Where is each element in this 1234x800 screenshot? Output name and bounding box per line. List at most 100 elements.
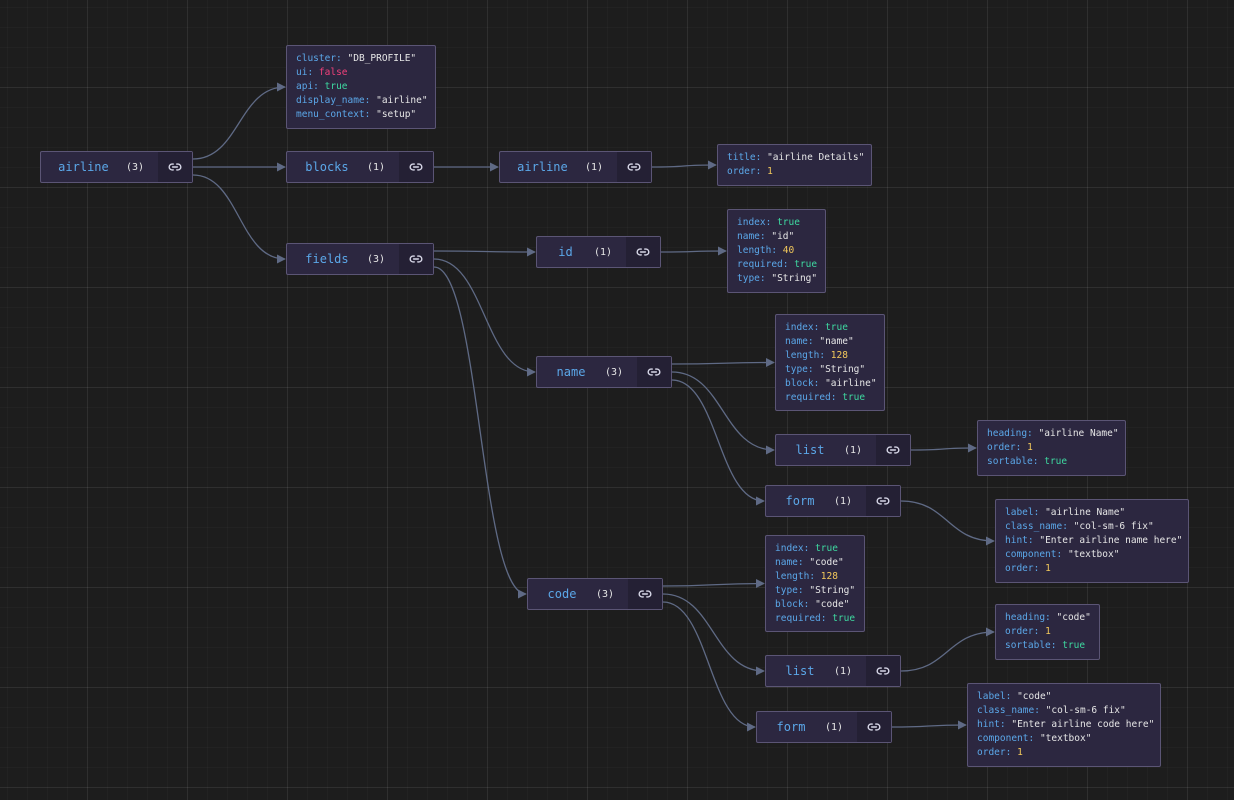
property-key: block:	[785, 377, 820, 389]
property-row: required: true	[775, 612, 855, 626]
node-airline[interactable]: airline(1)	[499, 151, 652, 183]
edge-arrow	[910, 443, 977, 453]
property-value: 1	[1045, 625, 1051, 637]
node-count: (3)	[604, 366, 623, 378]
node-count: (3)	[366, 253, 385, 265]
edge-arrow	[891, 720, 967, 730]
property-value: "Enter airline name here"	[1039, 534, 1183, 546]
node-count: (1)	[366, 161, 385, 173]
property-row: name: "code"	[775, 556, 855, 570]
property-row: hint: "Enter airline name here"	[1005, 534, 1183, 548]
link-icon[interactable]	[866, 656, 900, 686]
node-code[interactable]: code(3)	[527, 578, 663, 610]
property-value: "setup"	[376, 108, 417, 120]
node-list[interactable]: list(1)	[765, 655, 901, 687]
property-row: heading: "airline Name"	[987, 427, 1119, 441]
property-row: type: "String"	[737, 272, 818, 286]
property-value: false	[318, 66, 348, 78]
node-form[interactable]: form(1)	[765, 485, 901, 517]
property-key: order:	[1005, 562, 1040, 574]
property-row: sortable: true	[987, 455, 1116, 469]
property-key: type:	[785, 363, 814, 375]
property-value: "code"	[815, 598, 850, 610]
link-icon[interactable]	[158, 152, 192, 182]
property-value: "String"	[771, 272, 818, 284]
link-icon[interactable]	[399, 244, 433, 274]
property-value: true	[794, 258, 818, 270]
node-label: id	[558, 245, 573, 259]
property-key: hint:	[1005, 534, 1034, 546]
property-value: 1	[1045, 562, 1051, 574]
node-blocks[interactable]: blocks(1)	[286, 151, 434, 183]
property-row: api: true	[296, 80, 426, 94]
property-value: "code"	[1056, 612, 1091, 623]
property-value: "airline Name"	[1038, 428, 1119, 439]
property-row: title: "airline Details"	[727, 151, 864, 165]
link-icon[interactable]	[399, 152, 433, 182]
edge-arrow	[662, 579, 765, 589]
property-row: required: true	[785, 391, 875, 405]
property-value: "col-sm-6 fix"	[1045, 704, 1126, 716]
node-list[interactable]: list(1)	[775, 434, 911, 466]
property-value: 128	[830, 349, 848, 361]
property-key: heading:	[987, 428, 1033, 439]
edge-arrow	[192, 174, 286, 264]
node-name[interactable]: name (3)	[536, 356, 672, 388]
property-value: true	[1062, 639, 1086, 651]
property-row: index: true	[785, 321, 875, 335]
node-count: (1)	[843, 444, 862, 456]
property-box: label: "airline Name"class_name: "col-sm…	[995, 499, 1189, 583]
edge-arrow	[433, 266, 527, 599]
property-key: order:	[987, 441, 1022, 453]
node-count: (3)	[125, 161, 144, 173]
property-value: 1	[1017, 746, 1023, 758]
property-key: class_name:	[977, 704, 1040, 716]
property-row: label: "code"	[977, 690, 1151, 704]
property-value: true	[815, 543, 838, 554]
node-fields[interactable]: fields (3)	[286, 243, 434, 275]
property-row: class_name: "col-sm-6 fix"	[1005, 520, 1179, 534]
link-icon[interactable]	[637, 357, 671, 387]
edge-arrow	[671, 371, 775, 455]
node-airline[interactable]: airline(3)	[40, 151, 193, 183]
property-value: "String"	[809, 584, 856, 596]
edge-arrow	[900, 627, 995, 672]
property-value: "String"	[819, 363, 866, 375]
property-key: ui:	[296, 66, 314, 78]
property-key: menu_context:	[296, 108, 371, 120]
property-row: label: "airline Name"	[1005, 506, 1179, 520]
property-value: "DB_PROFILE"	[347, 53, 417, 64]
node-id[interactable]: id (1)	[536, 236, 661, 268]
link-icon[interactable]	[626, 237, 660, 267]
property-value: "textbox"	[1039, 732, 1092, 744]
edge-arrow	[192, 82, 286, 160]
property-value: "airline"	[376, 94, 428, 106]
node-label: fields	[305, 252, 349, 266]
link-icon[interactable]	[857, 712, 891, 742]
property-key: order:	[977, 746, 1012, 758]
property-row: sortable: true	[1005, 639, 1090, 653]
property-box: title: "airline Details"order: 1	[717, 144, 872, 186]
property-key: component:	[1005, 548, 1063, 560]
node-form[interactable]: form(1)	[756, 711, 892, 743]
property-value: "code"	[1017, 691, 1052, 702]
node-count: (1)	[593, 246, 612, 258]
property-key: label:	[977, 691, 1012, 702]
edge-arrow	[660, 246, 727, 256]
link-icon[interactable]	[628, 579, 662, 609]
link-icon[interactable]	[876, 435, 910, 465]
property-row: display_name: "airline"	[296, 94, 428, 108]
property-value: 1	[767, 165, 773, 177]
property-key: length:	[775, 570, 816, 582]
property-key: sortable:	[1005, 639, 1057, 651]
node-label: name	[556, 365, 586, 379]
link-icon[interactable]	[866, 486, 900, 516]
link-icon[interactable]	[617, 152, 651, 182]
property-row: hint: "Enter airline code here"	[977, 718, 1154, 732]
edge-arrow	[671, 358, 775, 368]
property-key: index:	[775, 543, 810, 554]
node-count: (1)	[833, 665, 852, 677]
